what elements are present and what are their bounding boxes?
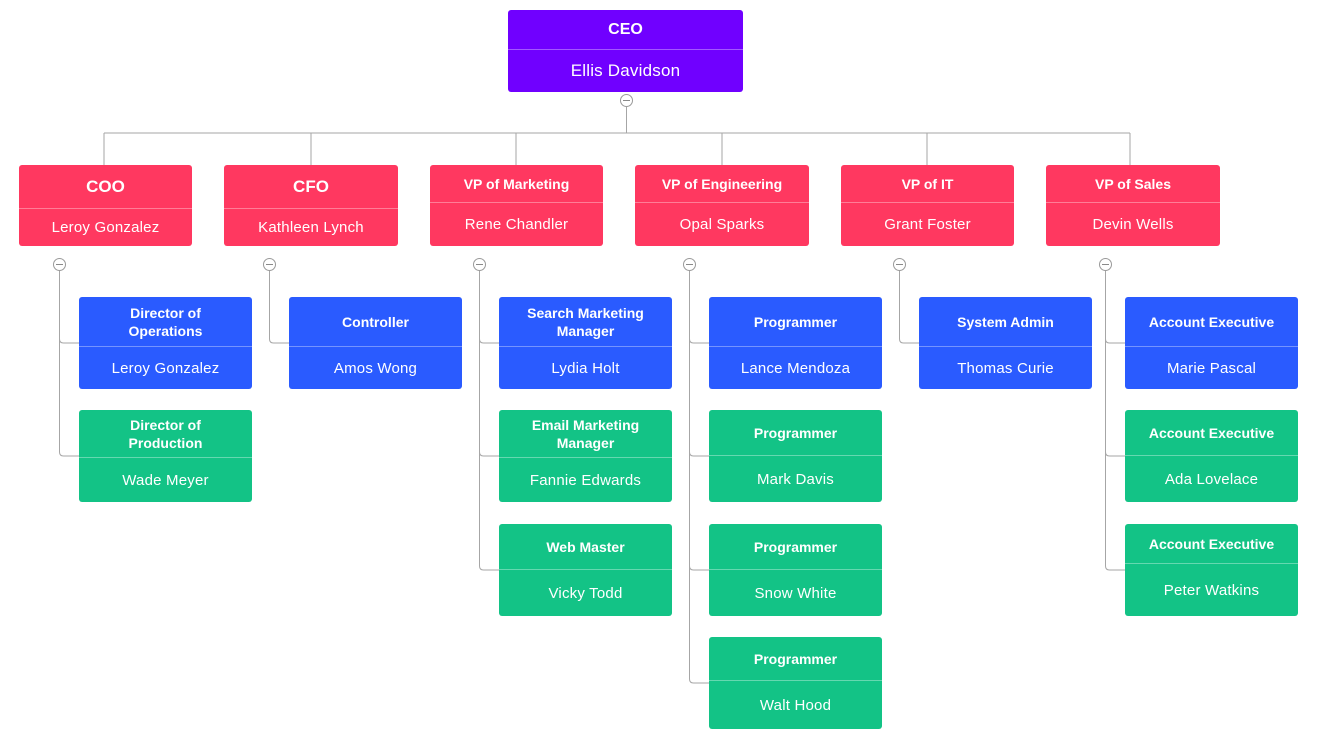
node-name: Wade Meyer — [122, 471, 209, 489]
report-node[interactable]: Account Executive Ada Lovelace — [1125, 410, 1298, 502]
node-name: Leroy Gonzalez — [51, 219, 160, 236]
node-name: Kathleen Lynch — [258, 219, 364, 236]
node-name: Ellis Davidson — [570, 61, 681, 80]
report-node[interactable]: Email Marketing Manager Fannie Edwards — [499, 410, 672, 502]
node-name: Amos Wong — [333, 359, 418, 377]
node-name: Vicky Todd — [548, 584, 623, 602]
node-title: System Admin — [919, 297, 1092, 347]
collapse-toggle-coo[interactable] — [53, 258, 66, 271]
node-name: Ada Lovelace — [1164, 470, 1259, 488]
node-name: Marie Pascal — [1166, 359, 1257, 377]
node-title: CFO — [224, 165, 398, 209]
node-title: Account Executive — [1125, 524, 1298, 564]
node-title: Director of Operations — [79, 297, 252, 347]
node-title: Account Executive — [1125, 297, 1298, 347]
node-name: Opal Sparks — [679, 216, 765, 233]
node-title: Email Marketing Manager — [499, 410, 672, 458]
report-node[interactable]: Director of Operations Leroy Gonzalez — [79, 297, 252, 389]
department-head-vp-it[interactable]: VP of IT Grant Foster — [841, 165, 1014, 246]
report-node[interactable]: Director of Production Wade Meyer — [79, 410, 252, 502]
connector-report-branch — [479, 451, 499, 457]
node-name: Walt Hood — [759, 696, 832, 714]
connector-report-branch — [479, 338, 499, 344]
collapse-toggle-vp-it[interactable] — [893, 258, 906, 271]
report-node[interactable]: Controller Amos Wong — [289, 297, 462, 389]
node-title: Programmer — [709, 410, 882, 456]
node-title: Search Marketing Manager — [499, 297, 672, 347]
department-head-vp-marketing[interactable]: VP of Marketing Rene Chandler — [430, 165, 603, 246]
connector-report-branch — [269, 338, 289, 344]
department-head-coo[interactable]: COO Leroy Gonzalez — [19, 165, 192, 246]
node-title: Web Master — [499, 524, 672, 570]
connector-report-branch — [1105, 565, 1125, 571]
node-title: CEO — [508, 10, 743, 50]
connector-report-branch — [899, 338, 919, 344]
node-title: Controller — [289, 297, 462, 347]
report-node[interactable]: Search Marketing Manager Lydia Holt — [499, 297, 672, 389]
collapse-toggle-vp-engineering[interactable] — [683, 258, 696, 271]
node-name: Lance Mendoza — [740, 359, 851, 377]
report-node[interactable]: Account Executive Marie Pascal — [1125, 297, 1298, 389]
report-node[interactable]: Programmer Snow White — [709, 524, 882, 616]
collapse-toggle-cfo[interactable] — [263, 258, 276, 271]
collapse-toggle-vp-marketing[interactable] — [473, 258, 486, 271]
connector-report-branch — [1105, 451, 1125, 457]
node-name: Fannie Edwards — [529, 471, 642, 489]
node-title: COO — [19, 165, 192, 209]
report-node[interactable]: System Admin Thomas Curie — [919, 297, 1092, 389]
node-name: Snow White — [754, 584, 837, 602]
node-name: Thomas Curie — [957, 359, 1054, 377]
report-node[interactable]: Programmer Walt Hood — [709, 637, 882, 729]
connector-report-branch — [479, 565, 499, 571]
node-name: Rene Chandler — [464, 216, 569, 233]
connector-report-branch — [689, 565, 709, 571]
node-title: VP of Sales — [1046, 165, 1220, 203]
node-title: VP of Engineering — [635, 165, 809, 203]
report-node[interactable]: Web Master Vicky Todd — [499, 524, 672, 616]
node-name: Mark Davis — [756, 470, 834, 488]
connector-report-branch — [59, 338, 79, 344]
node-title: VP of IT — [841, 165, 1014, 203]
node-title: Programmer — [709, 297, 882, 347]
node-title: VP of Marketing — [430, 165, 603, 203]
department-head-vp-sales[interactable]: VP of Sales Devin Wells — [1046, 165, 1220, 246]
collapse-toggle-vp-sales[interactable] — [1099, 258, 1112, 271]
node-name: Peter Watkins — [1163, 581, 1260, 599]
connector-report-branch — [689, 678, 709, 684]
connector-report-branch — [689, 338, 709, 344]
report-node[interactable]: Account Executive Peter Watkins — [1125, 524, 1298, 616]
report-node[interactable]: Programmer Mark Davis — [709, 410, 882, 502]
report-node[interactable]: Programmer Lance Mendoza — [709, 297, 882, 389]
department-head-vp-engineering[interactable]: VP of Engineering Opal Sparks — [635, 165, 809, 246]
node-name: Leroy Gonzalez — [111, 359, 220, 377]
department-head-cfo[interactable]: CFO Kathleen Lynch — [224, 165, 398, 246]
node-name: Devin Wells — [1092, 216, 1174, 233]
connector-report-branch — [689, 451, 709, 457]
node-title: Director of Production — [79, 410, 252, 458]
ceo-node[interactable]: CEO Ellis Davidson — [508, 10, 743, 92]
connector-report-branch — [59, 451, 79, 457]
collapse-toggle-ceo[interactable] — [620, 94, 633, 107]
node-title: Programmer — [709, 524, 882, 570]
node-title: Programmer — [709, 637, 882, 681]
node-title: Account Executive — [1125, 410, 1298, 456]
connector-report-branch — [1105, 338, 1125, 344]
node-name: Grant Foster — [884, 216, 971, 233]
node-name: Lydia Holt — [551, 359, 620, 377]
